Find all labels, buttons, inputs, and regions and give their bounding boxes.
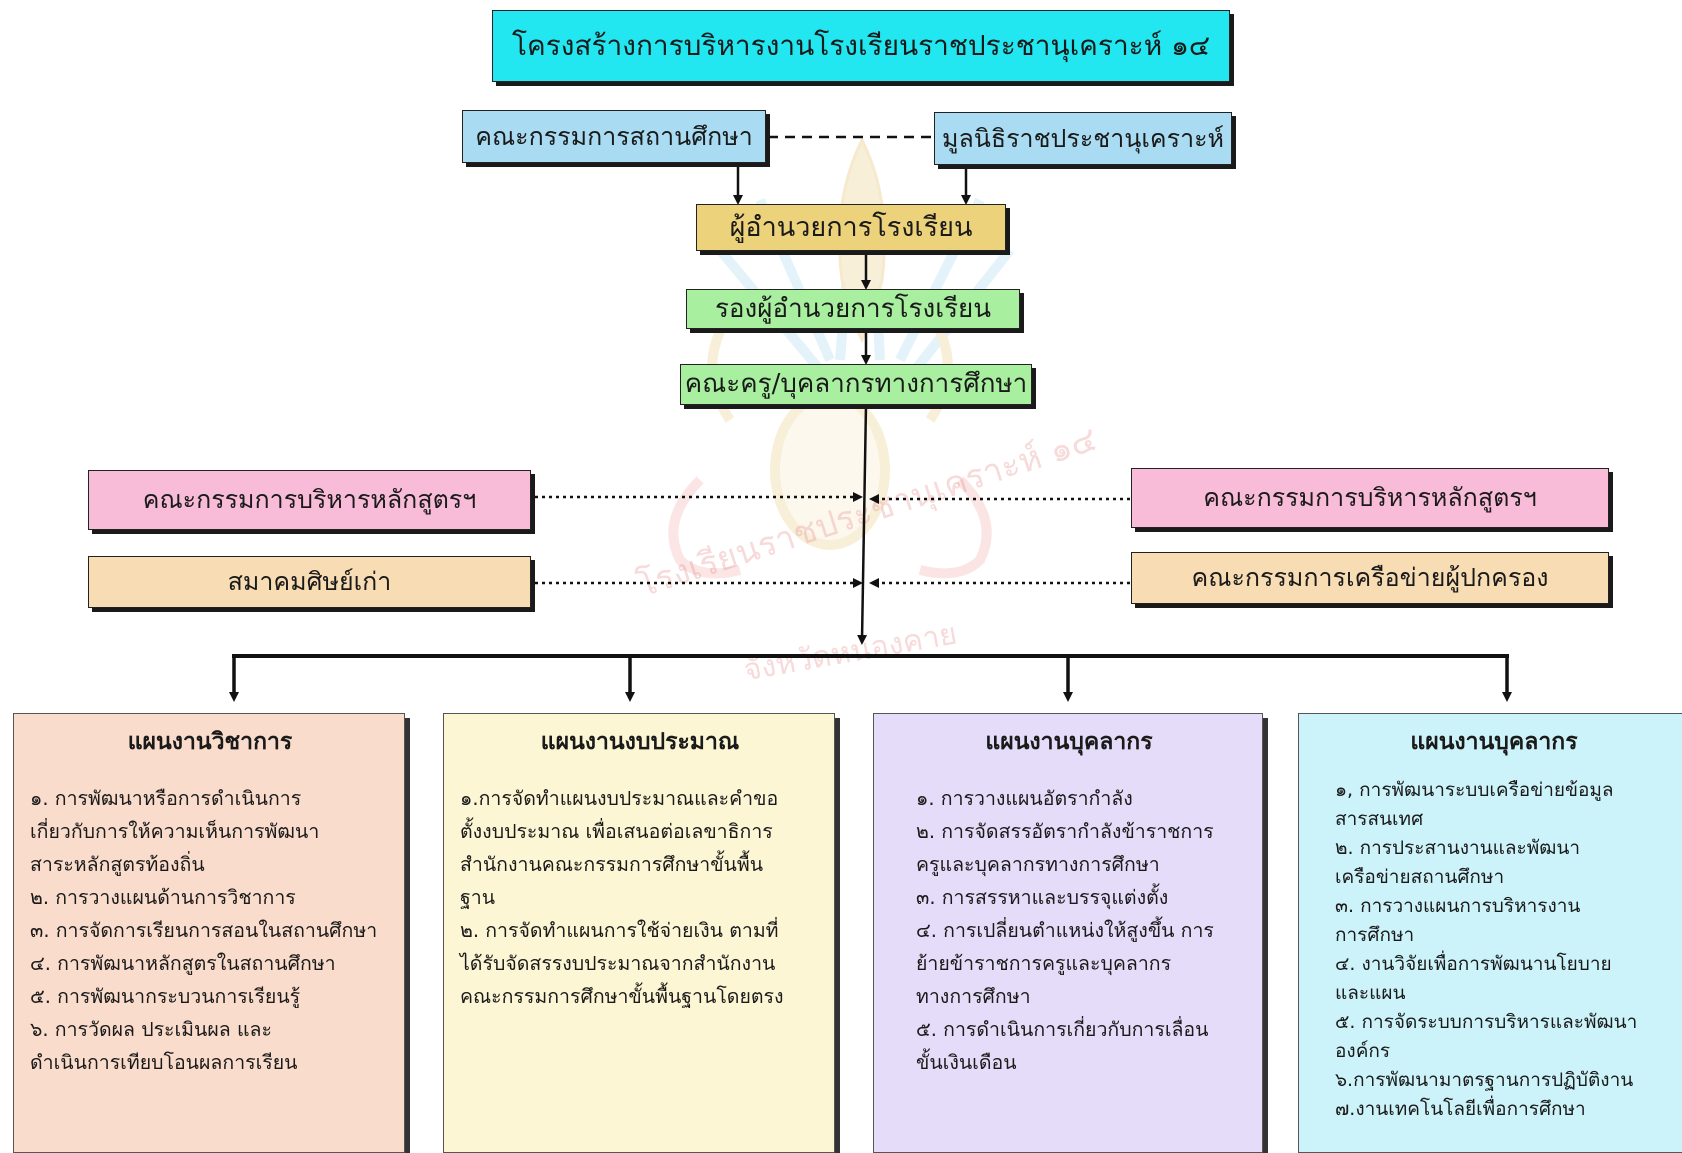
list-item: ๖.การพัฒนามาตรฐานการปฏิบัติงาน xyxy=(1335,1069,1634,1091)
dept-personnel-items: ๑. การวางแผนอัตรากำลัง ๒. การจัดสรรอัตรา… xyxy=(890,782,1248,1079)
dept-general-title: แผนงานบุคลากร xyxy=(1410,729,1578,755)
dept-general-panel: แผนงานบุคลากร ๑, การพัฒนาระบบเครือข่ายข้… xyxy=(1298,713,1682,1153)
dept-academic-title: แผนงานวิชาการ xyxy=(127,729,293,755)
list-item: และแผน xyxy=(1335,982,1406,1004)
parent-network-committee-label: คณะกรรมการเครือข่ายผู้ปกครอง xyxy=(1191,563,1549,593)
right-curriculum-committee-box: คณะกรรมการบริหารหลักสูตรฯ xyxy=(1131,468,1609,528)
list-item: การศึกษา xyxy=(1335,924,1415,946)
list-item: ได้รับจัดสรรงบประมาณจากสำนักงาน xyxy=(460,952,776,975)
list-item: ๓. การจัดการเรียนการสอนในสถานศึกษา xyxy=(30,919,378,942)
list-item: ๑. การพัฒนาหรือการดำเนินการ xyxy=(30,787,302,810)
list-item: ย้ายข้าราชการครูและบุคลากร xyxy=(916,952,1172,975)
deputy-label: รองผู้อำนวยการโรงเรียน xyxy=(714,293,992,324)
foundation-label: มูลนิธิราชประชานุเคราะห์ xyxy=(941,123,1225,153)
list-item: ตั้งงบประมาณ เพื่อเสนอต่อเลขาธิการ xyxy=(460,820,773,843)
dept-general-items: ๑, การพัฒนาระบบเครือข่ายข้อมูล สารสนเทศ … xyxy=(1315,776,1673,1124)
list-item: ๗.งานเทคโนโลยีเพื่อการศึกษา xyxy=(1335,1098,1586,1120)
list-item: ครูและบุคลากรทางการศึกษา xyxy=(916,853,1160,876)
dept-personnel-title: แผนงานบุคลากร xyxy=(985,729,1153,755)
trunk-line xyxy=(857,404,868,645)
list-item: ๔. การพัฒนาหลักสูตรในสถานศึกษา xyxy=(30,952,336,975)
foundation-box: มูลนิธิราชประชานุเคราะห์ xyxy=(934,112,1232,165)
list-item: ๑. การวางแผนอัตรากำลัง xyxy=(916,787,1133,810)
list-item: สำนักงานคณะกรรมการศึกษาขั้นพื้น xyxy=(460,853,764,876)
list-item: ขั้นเงินเดือน xyxy=(916,1051,1017,1074)
list-item: ๓. การวางแผนการบริหารงาน xyxy=(1335,895,1581,917)
list-item: คณะกรรมการศึกษาขั้นพื้นฐานโดยตรง xyxy=(460,985,784,1008)
dept-personnel-panel: แผนงานบุคลากร ๑. การวางแผนอัตรากำลัง ๒. … xyxy=(873,713,1263,1153)
list-item: ๕. การพัฒนากระบวนการเรียนรู้ xyxy=(30,985,301,1008)
dept-academic-items: ๑. การพัฒนาหรือการดำเนินการ เกี่ยวกับการ… xyxy=(30,782,390,1079)
right-curriculum-committee-label: คณะกรรมการบริหารหลักสูตรฯ xyxy=(1203,483,1537,513)
left-curriculum-committee-label: คณะกรรมการบริหารหลักสูตรฯ xyxy=(142,485,477,515)
chart-title: โครงสร้างการบริหารงานโรงเรียนราชประชานุเ… xyxy=(511,28,1211,62)
alumni-association-label: สมาคมศิษย์เก่า xyxy=(227,567,392,597)
director-box: ผู้อำนวยการโรงเรียน xyxy=(696,204,1006,251)
director-label: ผู้อำนวยการโรงเรียน xyxy=(729,211,973,243)
list-item: ทางการศึกษา xyxy=(916,985,1031,1008)
list-item: ๒. การวางแผนด้านการวิชาการ xyxy=(30,886,296,909)
list-item: ๒. การประสานงานและพัฒนา xyxy=(1335,837,1581,859)
list-item: ฐาน xyxy=(460,886,496,909)
list-item: เกี่ยวกับการให้ความเห็นการพัฒนา xyxy=(30,820,320,843)
list-item: ๕. การดำเนินการเกี่ยวกับการเลื่อน xyxy=(916,1018,1209,1041)
dept-academic-panel: แผนงานวิชาการ ๑. การพัฒนาหรือการดำเนินกา… xyxy=(13,713,405,1153)
list-item: สาระหลักสูตรท้องถิ่น xyxy=(30,853,205,876)
dept-budget-items: ๑.การจัดทำแผนงบประมาณและคำขอ ตั้งงบประมา… xyxy=(460,782,820,1013)
list-item: ๖. การวัดผล ประเมินผล และ xyxy=(30,1018,272,1041)
school-board-box: คณะกรรมการสถานศึกษา xyxy=(462,110,766,163)
list-item: สารสนเทศ xyxy=(1335,808,1424,830)
list-item: องค์กร xyxy=(1335,1040,1391,1062)
list-item: ๑, การพัฒนาระบบเครือข่ายข้อมูล xyxy=(1335,779,1614,801)
list-item: ๑.การจัดทำแผนงบประมาณและคำขอ xyxy=(460,787,779,810)
staff-label: คณะครู/บุคลากรทางการศึกษา xyxy=(684,369,1028,400)
list-item: ๔. การเปลี่ยนตำแหน่งให้สูงขึ้น การ xyxy=(916,919,1214,942)
dept-budget-panel: แผนงานงบประมาณ ๑.การจัดทำแผนงบประมาณและค… xyxy=(443,713,835,1153)
dept-budget-title: แผนงานงบประมาณ xyxy=(540,729,740,755)
list-item: ๔. งานวิจัยเพื่อการพัฒนานโยบาย xyxy=(1335,953,1612,975)
list-item: ดำเนินการเทียบโอนผลการเรียน xyxy=(30,1051,298,1074)
staff-box: คณะครู/บุคลากรทางการศึกษา xyxy=(680,364,1032,405)
alumni-association-box: สมาคมศิษย์เก่า xyxy=(88,556,531,608)
chart-title-box: โครงสร้างการบริหารงานโรงเรียนราชประชานุเ… xyxy=(492,10,1230,82)
list-item: ๒. การจัดทำแผนการใช้จ่ายเงิน ตามที่ xyxy=(460,919,779,942)
list-item: ๒. การจัดสรรอัตรากำลังข้าราชการ xyxy=(916,820,1214,843)
deputy-box: รองผู้อำนวยการโรงเรียน xyxy=(686,289,1020,329)
list-item: เครือข่ายสถานศึกษา xyxy=(1335,866,1505,888)
list-item: ๕. การจัดระบบการบริหารและพัฒนา xyxy=(1335,1011,1638,1033)
list-item: ๓. การสรรหาและบรรจุแต่งตั้ง xyxy=(916,886,1169,909)
parent-network-committee-box: คณะกรรมการเครือข่ายผู้ปกครอง xyxy=(1131,552,1609,604)
school-board-label: คณะกรรมการสถานศึกษา xyxy=(475,121,753,151)
left-curriculum-committee-box: คณะกรรมการบริหารหลักสูตรฯ xyxy=(88,470,531,530)
